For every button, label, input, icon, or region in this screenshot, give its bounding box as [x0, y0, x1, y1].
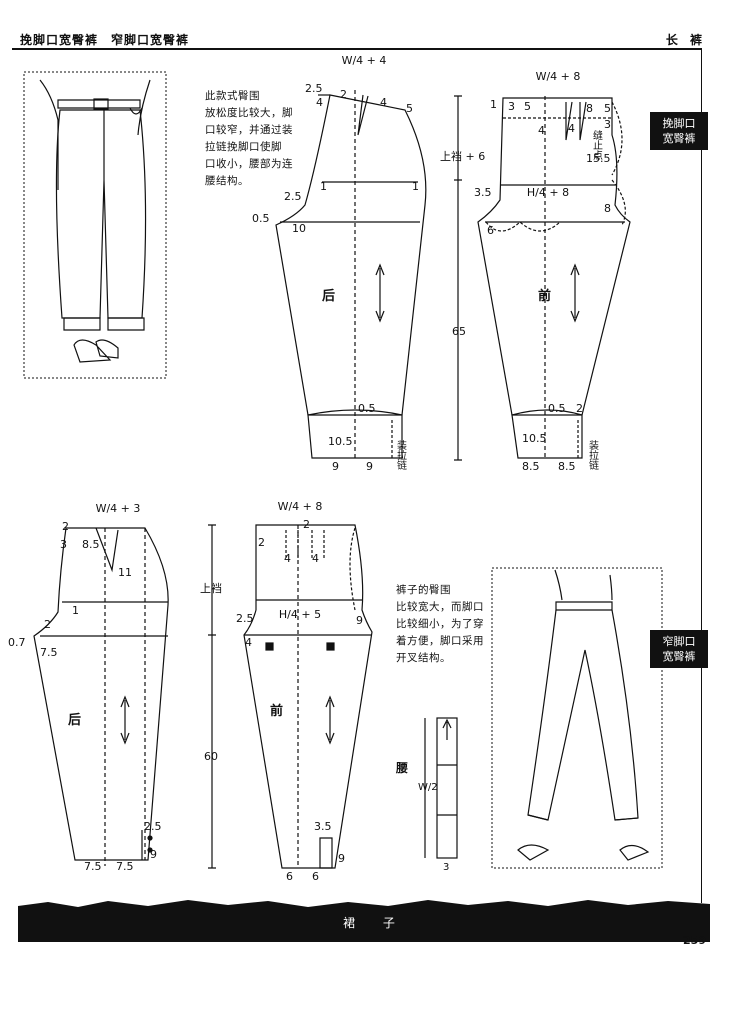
bottom-back-piece-label: 后	[68, 712, 81, 728]
bottom-front-piece-label: 前	[270, 703, 283, 719]
bottom-back-dim-hem-right: 7.5	[116, 860, 134, 873]
top-back-dim-0-5: 0.5	[252, 212, 270, 225]
header-title-right: 长 裤	[665, 33, 706, 47]
bottom-back-dim-1: 1	[72, 604, 79, 617]
top-back-dim-1: 1	[320, 180, 327, 193]
bottom-front-dim-2m: 2	[303, 518, 310, 531]
bottom-front-dim-hem-left: 6	[286, 870, 293, 883]
top-front-piece-label: 前	[538, 288, 551, 304]
top-front-seam-label: 缝止点	[591, 129, 603, 161]
top-front-dim-3r: 3	[604, 118, 611, 131]
note-bottom: 裤子的臀围 比较宽大，而脚口 比较细小，为了穿 着方便，脚口采用 开叉结构。	[396, 584, 484, 664]
top-back-zip-label: 装拉链	[395, 439, 407, 470]
top-front-length-label: 65	[452, 325, 466, 338]
note-top: 此款式臀围 放松度比较大，脚 口较窄，并通过装 拉链挽脚口使脚 口收小，腰部为连…	[205, 90, 293, 187]
top-back-dim-2: 2	[340, 88, 347, 101]
bottom-front-dim-slit: 9	[338, 852, 345, 865]
bottom-front-waist-formula: W/4 + 8	[278, 500, 323, 513]
top-back-dim-10: 10	[292, 222, 306, 235]
top-front-waist-formula: W/4 + 8	[536, 70, 581, 83]
top-front-dim-4b: 4	[568, 122, 575, 135]
footer-section-label: 裙 子	[343, 916, 407, 930]
top-front-dim-4: 4	[538, 124, 545, 137]
top-back-waist-formula: W/4 + 4	[342, 54, 387, 67]
bottom-front-dim-2-5: 2.5	[236, 612, 254, 625]
top-back-dim-hem-up: 0.5	[358, 402, 376, 415]
bottom-front-dim-2l: 2	[258, 536, 265, 549]
bottom-back-dim-8-5: 8.5	[82, 538, 100, 551]
bottom-front-hip-formula: H/4 + 5	[279, 608, 321, 621]
waistband-dim-3: 3	[443, 862, 449, 873]
figure-narrow-hem-wide-pants	[491, 567, 663, 869]
top-front-dim-hem-up: 0.5	[548, 402, 566, 415]
top-front-zip-label: 装拉链	[587, 439, 599, 470]
top-back-piece-label: 后	[322, 288, 335, 304]
bottom-front-dim-4a: 4	[284, 552, 291, 565]
waistband-pattern	[424, 717, 458, 859]
top-front-dim-hem-r: 2	[576, 402, 583, 415]
top-back-pattern	[275, 90, 427, 460]
bottom-front-dim-side: 3.5	[314, 820, 332, 833]
bottom-front-dim-4b: 4	[312, 552, 319, 565]
top-back-dim-4b: 4	[380, 96, 387, 109]
top-front-dim-15-5: 15.5	[586, 152, 611, 165]
bottom-back-dim-7-5: 7.5	[40, 646, 58, 659]
bottom-back-dim-11: 11	[118, 566, 132, 579]
footer-band	[18, 900, 710, 942]
figure-wide-hip-cuffed-pants	[23, 71, 167, 379]
side-tab-top-text: 挽脚口 宽臀裤	[662, 117, 696, 145]
side-tab-top: 挽脚口 宽臀裤	[650, 112, 708, 150]
top-front-dim-8: 8	[586, 102, 593, 115]
bottom-back-dim-2: 2	[62, 520, 69, 533]
top-front-rise-label: 上裆 + 6	[440, 150, 485, 163]
page-number: 259	[683, 934, 706, 947]
top-front-pattern	[454, 95, 631, 461]
top-front-dim-5r: 5	[604, 102, 611, 115]
top-front-dim-hem-depth: 10.5	[522, 432, 547, 445]
top-front-dim-8b: 8	[604, 202, 611, 215]
bottom-back-pattern	[33, 527, 169, 866]
bottom-back-dim-3: 3	[60, 538, 67, 551]
bottom-back-dim-2b: 2	[44, 618, 51, 631]
top-back-dim-4: 4	[316, 96, 323, 109]
bottom-back-dim-hem-left: 7.5	[84, 860, 102, 873]
top-front-dim-1: 1	[490, 98, 497, 111]
top-front-dim-6: 6	[487, 224, 494, 237]
top-front-hip-formula: H/4 + 8	[527, 186, 569, 199]
bottom-front-dim-9: 9	[356, 614, 363, 627]
side-tab-bottom: 窄脚口 宽臀裤	[650, 630, 708, 668]
top-front-dim-hem-left: 8.5	[522, 460, 540, 473]
header-rule	[12, 48, 702, 50]
top-back-dim-1r: 1	[412, 180, 419, 193]
top-front-dim-5: 5	[524, 100, 531, 113]
waistband-formula: W/2	[418, 782, 438, 793]
side-tab-bottom-text: 窄脚口 宽臀裤	[662, 635, 696, 663]
top-front-dim-3: 3	[508, 100, 515, 113]
top-back-dim-crotch: 2.5	[284, 190, 302, 203]
top-back-dim-hem-depth: 10.5	[328, 435, 353, 448]
top-front-dim-hem-right: 8.5	[558, 460, 576, 473]
bottom-back-waist-formula: W/4 + 3	[96, 502, 141, 515]
header-title-left: 挽脚口宽臀裤 窄脚口宽臀裤	[20, 33, 190, 47]
waistband-label: 腰	[395, 760, 408, 775]
bottom-back-dim-slit: 9	[150, 848, 157, 861]
top-back-dim-2-5: 2.5	[305, 82, 323, 95]
top-back-dim-hem-left: 9	[332, 460, 339, 473]
bottom-front-length-label: 60	[204, 750, 218, 763]
top-back-dim-hem-right: 9	[366, 460, 373, 473]
bottom-front-rise-label: 上裆	[200, 582, 222, 595]
bottom-front-dim-4c: 4	[245, 636, 252, 649]
bottom-back-dim-side: 2.5	[144, 820, 162, 833]
side-rule	[701, 48, 702, 903]
bottom-front-dim-hem-right: 6	[312, 870, 319, 883]
top-front-dim-3-5: 3.5	[474, 186, 492, 199]
bottom-back-dim-0-7: 0.7	[8, 636, 26, 649]
bottom-front-pattern	[208, 524, 373, 869]
top-back-dim-5: 5	[406, 102, 413, 115]
